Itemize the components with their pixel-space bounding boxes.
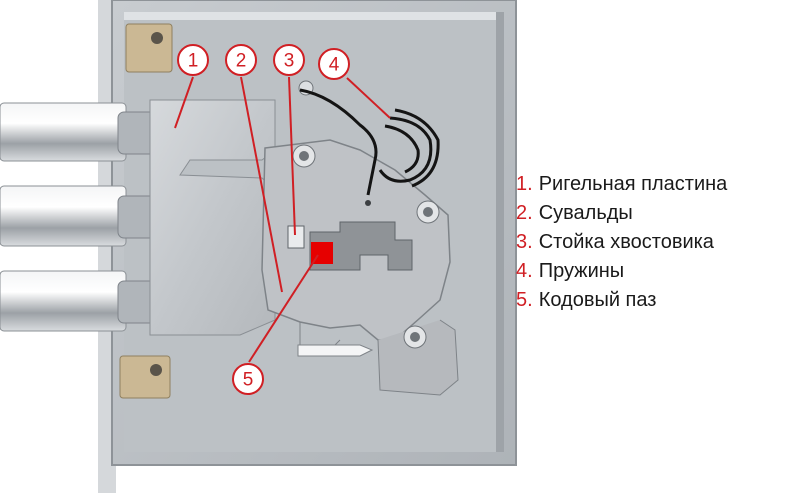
callout-3: 3 <box>273 44 305 76</box>
rivets <box>292 80 440 349</box>
legend-item-4: 4.Пружины <box>516 260 625 282</box>
legend-item-5: 5.Кодовый паз <box>516 289 657 311</box>
legend-item-2: 2.Сувальды <box>516 202 633 224</box>
svg-text:1: 1 <box>188 51 199 72</box>
bolt-plate <box>149 99 276 336</box>
legend-number: 3 <box>516 231 528 253</box>
legend-item-1: 1.Ригельная пластина <box>516 173 728 195</box>
code-slot <box>309 221 413 271</box>
keyhole <box>297 344 374 357</box>
mounting-stud-bottom <box>119 355 171 399</box>
svg-text:4: 4 <box>329 55 340 76</box>
svg-text:2: 2 <box>236 51 247 72</box>
svg-text:3: 3 <box>284 51 295 72</box>
legend-label: Кодовый паз <box>538 289 657 311</box>
legend-label: Стойка хвостовика <box>538 231 714 253</box>
shank-post <box>287 225 305 249</box>
legend-number: 1 <box>516 173 528 195</box>
callout-1: 1 <box>177 44 209 76</box>
legend-number: 2 <box>516 202 528 224</box>
bolt-cylinder <box>0 102 127 162</box>
legend-label: Ригельная пластина <box>538 173 728 195</box>
bolt-cylinders <box>0 102 163 332</box>
callout-2: 2 <box>225 44 257 76</box>
legend: 1.Ригельная пластина 2.Сувальды 3.Стойка… <box>516 170 801 315</box>
mounting-stud-top <box>125 23 173 73</box>
callout-4: 4 <box>318 48 350 80</box>
legend-item-3: 3.Стойка хвостовика <box>516 231 714 253</box>
bolt-cylinder <box>0 270 127 332</box>
springs <box>299 88 440 196</box>
bolt-cylinder <box>0 185 127 247</box>
legend-label: Пружины <box>538 260 625 282</box>
legend-label: Сувальды <box>538 202 633 224</box>
callout-5: 5 <box>232 363 264 395</box>
callout-leaders <box>174 76 391 363</box>
legend-number: 5 <box>516 289 528 311</box>
legend-number: 4 <box>516 260 528 282</box>
svg-text:5: 5 <box>243 370 254 391</box>
